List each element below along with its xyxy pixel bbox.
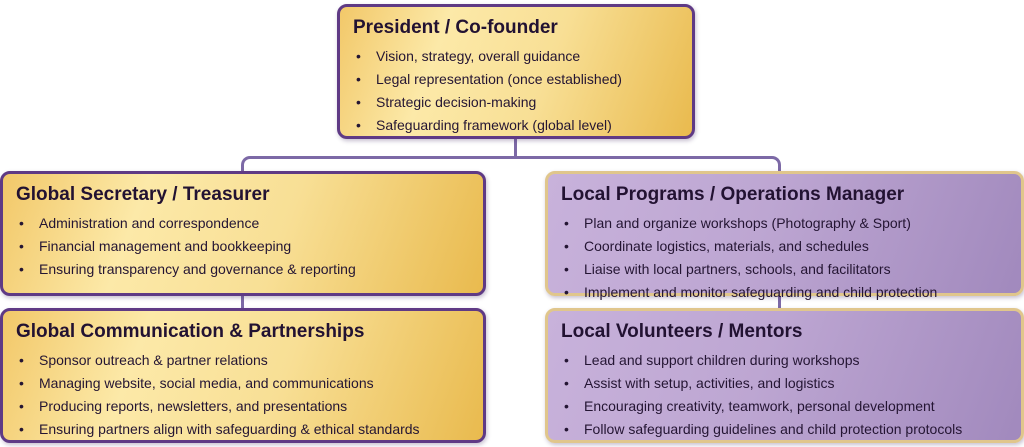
connector-secretary-to-communication [241,294,244,310]
responsibility-list: Lead and support children during worksho… [548,349,1021,441]
node-title: Global Secretary / Treasurer [16,184,270,205]
bullet-item: Producing reports, newsletters, and pres… [3,395,483,418]
responsibility-list: Sponsor outreach & partner relations Man… [3,349,483,441]
node-local-programs: Local Programs / Operations Manager Plan… [545,171,1024,304]
bullet-item: Liaise with local partners, schools, and… [548,258,1021,281]
bullet-item: Follow safeguarding guidelines and child… [548,418,1021,441]
node-title: Local Programs / Operations Manager [561,184,905,205]
bullet-item: Ensuring transparency and governance & r… [3,258,483,281]
bullet-item: Vision, strategy, overall guidance [340,45,692,68]
responsibility-list: Plan and organize workshops (Photography… [548,212,1021,304]
bullet-item: Ensuring partners align with safeguardin… [3,418,483,441]
node-title: Local Volunteers / Mentors [561,321,803,342]
bullet-item: Sponsor outreach & partner relations [3,349,483,372]
bullet-item: Financial management and bookkeeping [3,235,483,258]
bullet-item: Lead and support children during worksho… [548,349,1021,372]
connector-president-trunk [514,138,517,158]
bullet-item: Managing website, social media, and comm… [3,372,483,395]
bullet-item: Plan and organize workshops (Photography… [548,212,1021,235]
bullet-item: Assist with setup, activities, and logis… [548,372,1021,395]
node-title: Global Communication & Partnerships [16,321,365,342]
bullet-item: Safeguarding framework (global level) [340,114,692,137]
node-local-volunteers: Local Volunteers / Mentors Lead and supp… [545,308,1024,443]
node-global-secretary: Global Secretary / Treasurer Administrat… [0,171,486,296]
node-president: President / Co-founder Vision, strategy,… [337,4,695,139]
bullet-item: Administration and correspondence [3,212,483,235]
bullet-item: Strategic decision-making [340,91,692,114]
bullet-item: Coordinate logistics, materials, and sch… [548,235,1021,258]
bullet-item: Encouraging creativity, teamwork, person… [548,395,1021,418]
node-global-communication: Global Communication & Partnerships Spon… [0,308,486,443]
bullet-item: Implement and monitor safeguarding and c… [548,281,1021,304]
node-title: President / Co-founder [353,17,558,38]
responsibility-list: Administration and correspondence Financ… [3,212,483,281]
responsibility-list: Vision, strategy, overall guidance Legal… [340,45,692,137]
bullet-item: Legal representation (once established) [340,68,692,91]
connector-branch [241,156,781,172]
